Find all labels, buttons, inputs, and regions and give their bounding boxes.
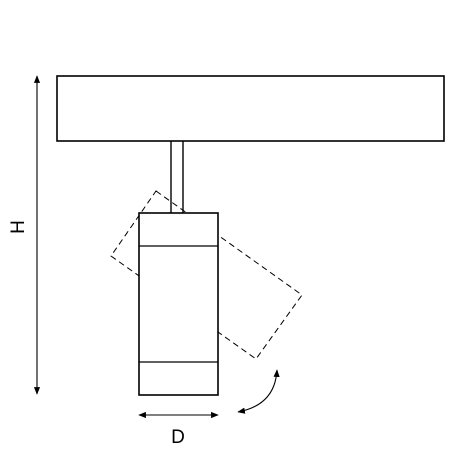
diameter-label: D xyxy=(171,427,185,448)
stem xyxy=(170,141,184,213)
rotation-arrow-icon xyxy=(237,369,280,414)
lamp-body xyxy=(138,212,219,396)
tilted-lamp-outline xyxy=(110,190,303,360)
height-label: H xyxy=(8,220,29,234)
mount-base xyxy=(56,75,445,142)
